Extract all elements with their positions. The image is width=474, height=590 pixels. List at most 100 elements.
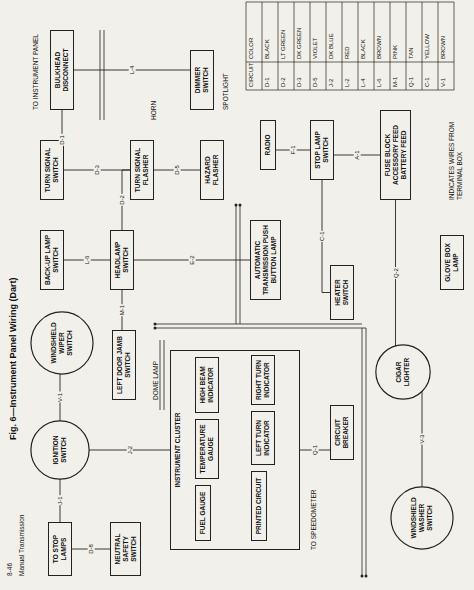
component-name: TO STOP LAMPS [52, 526, 68, 572]
wire-code: Q-2 [392, 267, 399, 279]
wire-code: J-2 [126, 445, 133, 455]
wire-code: J-1 [57, 495, 64, 505]
component-name: CIRCUIT BREAKER [334, 409, 350, 456]
component-name: FUEL GAUGE [199, 489, 207, 537]
diagram-label: Manual Transmission [18, 515, 26, 576]
component-name: LEFT TURN INDICATOR [255, 415, 271, 461]
component-name: PRINTED CIRCUIT [255, 475, 263, 537]
wire-code: D-1 [59, 134, 66, 146]
wire-code: A-1 [354, 149, 361, 160]
component-name: HEATER SWITCH [334, 269, 350, 316]
diagram-label: TO INSTRUMENT PANEL [32, 34, 40, 110]
circuit-code: V-1 [440, 78, 447, 87]
component-name: BACK-UP LAMP SWITCH [44, 234, 60, 286]
component-name: TEMPERATURE GAUGE [199, 423, 215, 475]
component-box: HAZARD FLASHER [200, 140, 224, 200]
circle-outline-path [376, 345, 430, 399]
component-name: HIGH BEAM INDICATOR [199, 361, 215, 409]
component-name: DIMMER SWITCH [194, 54, 210, 106]
component-name: WINDSHIELD WASHER SWITCH [410, 495, 433, 541]
circuit-code: J-2 [328, 79, 335, 87]
component-box: AUTOMATIC TRANSMISSION PUSH BUTTON LAMP [250, 220, 281, 300]
wire-color: BROWN [440, 36, 447, 59]
circuit-code: C-1 [424, 77, 431, 87]
component-name: HEADLAMP SWITCH [114, 234, 130, 286]
component-name: RIGHT TURN INDICATOR [255, 359, 271, 401]
wire-color: PINK [392, 45, 399, 59]
component-box: NEUTRAL SAFETY SWITCH [110, 522, 141, 576]
component-name: INSTRUMENT CLUSTER [174, 354, 182, 546]
wire-color: RED [344, 46, 351, 59]
diagram-label: 8-46 [6, 563, 14, 576]
cluster-housing: INSTRUMENT CLUSTER FUEL GAUGE TEMPERATURE … [170, 350, 300, 550]
wire-code: F-1 [290, 145, 297, 156]
component-name: CIGAR LIGHTER [395, 352, 411, 392]
wire-code: M-1 [119, 304, 126, 316]
diagram-label: TO SPEEDOMETER [310, 489, 318, 550]
circuit-code: M-1 [392, 77, 399, 87]
wire-code: V-3 [419, 434, 426, 445]
circuit-code: D-3 [296, 77, 303, 87]
wire-code: E-2 [189, 254, 196, 265]
component-box: HEATER SWITCH [330, 265, 354, 320]
circuit-code: D-1 [264, 77, 271, 87]
wire-color: LT GREEN [280, 30, 287, 59]
component-box: BULKHEAD DISCONNECT [50, 30, 74, 110]
circle-outline-path [31, 312, 93, 374]
diagram-label: INDICATES WIRES FROM TERMINAL BOX [448, 100, 464, 200]
diagram-label: HORN [150, 101, 158, 120]
circuit-code: L-6 [376, 78, 383, 87]
component-box: RADIO [260, 120, 276, 170]
component-name: TURN SIGNAL FLASHER [134, 144, 150, 196]
switch-circle: WINDSHIELD WASHER SWITCH [390, 486, 454, 550]
wire-color: DK BLUE [328, 33, 335, 59]
wire-color: DK GREEN [296, 28, 303, 59]
wire-color: VIOLET [312, 38, 319, 59]
switch-circle: WINDSHIELD WIPER SWITCH [30, 311, 94, 375]
component-box: RIGHT TURN INDICATOR [251, 355, 275, 405]
table-header: COLOR [248, 38, 255, 59]
component-name: GLOVE BOX LAMP [444, 239, 460, 286]
component-box: HIGH BEAM INDICATOR [195, 357, 219, 413]
table-rule [246, 2, 454, 90]
wire-code: L-4 [129, 65, 136, 76]
component-box: LEFT DOOR JAMB SWITCH [112, 330, 136, 400]
wire-color: BROWN [376, 36, 383, 59]
component-name: BULKHEAD DISCONNECT [54, 34, 70, 106]
component-box: CIRCUIT BREAKER [330, 405, 354, 460]
component-name: STOP LAMP SWITCH [314, 124, 330, 176]
wire-code: V-1 [57, 392, 64, 403]
component-name: WINDSHIELD WIPER SWITCH [50, 320, 73, 366]
circuit-code: L-2 [344, 78, 351, 87]
diagram-label: SPOTLIGHT [222, 73, 230, 110]
component-name: HAZARD FLASHER [204, 144, 220, 196]
wire-color: TAN [408, 47, 415, 59]
circle-outline-path [31, 421, 89, 479]
component-box: HEADLAMP SWITCH [110, 230, 134, 290]
wire-color: BLACK [360, 39, 367, 59]
component-box: FUSE BLOCKACCESSORY FEEDBATTERY FEED [380, 110, 411, 200]
diagram-label: DOME LAMP [152, 361, 160, 400]
figure-caption: Fig. 6—Instrument Panel Wiring (Dart) [8, 278, 18, 440]
component-name: IGNITION SWITCH [52, 428, 68, 471]
circle-outline-path [391, 487, 453, 549]
component-box: TO STOP LAMPS [48, 522, 72, 576]
wire-code: L-6 [84, 255, 91, 266]
component-name: FUSE BLOCK [384, 114, 392, 196]
wire-color: BLACK [264, 39, 271, 59]
terminal-name: ACCESSORY FEED [392, 114, 400, 196]
table-header: CIRCUIT [248, 63, 255, 87]
component-box: GLOVE BOX LAMP [440, 235, 464, 290]
component-name: NEUTRAL SAFETY SWITCH [114, 526, 137, 572]
wire-code: D-5 [174, 164, 181, 176]
wire-code: Q-1 [312, 444, 319, 456]
wire-code: C-1 [319, 230, 326, 242]
wire-code: D-8 [88, 543, 95, 555]
terminal-name: BATTERY FEED [400, 114, 408, 196]
component-name: LEFT DOOR JAMB SWITCH [116, 334, 132, 396]
component-name: TURN SIGNAL SWITCH [44, 144, 60, 196]
component-box: BACK-UP LAMP SWITCH [40, 230, 64, 290]
component-box: TURN SIGNAL SWITCH [40, 140, 64, 200]
component-name: AUTOMATIC TRANSMISSION PUSH BUTTON LAMP [254, 224, 277, 296]
circuit-code: Q-1 [408, 77, 415, 87]
